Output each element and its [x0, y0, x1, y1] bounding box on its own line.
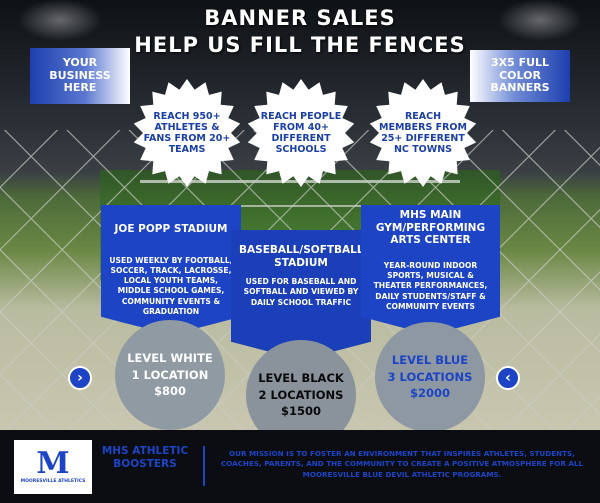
level-price: $2000: [409, 386, 450, 401]
reach-towns-burst: REACH MEMBERS FROM 25+ DIFFERENT NC TOWN…: [368, 78, 478, 188]
banner-size-box: 3X5 FULL COLOR BANNERS: [470, 50, 570, 102]
chevron-left-icon[interactable]: ‹: [496, 366, 520, 390]
burst-text: REACH PEOPLE FROM 40+ DIFFERENT SCHOOLS: [260, 110, 342, 156]
level-name: LEVEL BLACK: [258, 370, 344, 385]
headline: BANNER SALES: [204, 6, 396, 30]
logo-letter: M: [36, 446, 70, 481]
level-locations: 1 LOCATION: [131, 367, 209, 382]
mission-statement: OUR MISSION IS TO FOSTER AN ENVIRONMENT …: [220, 449, 584, 479]
venue-main-gym: MHS MAIN GYM/PERFORMING ARTS CENTER YEAR…: [361, 205, 500, 335]
venue-joe-popp-stadium: JOE POPP STADIUM USED WEEKLY BY FOOTBALL…: [101, 205, 241, 335]
level-name: LEVEL WHITE: [127, 350, 213, 365]
logo-text: MOORESVILLE ATHLETICS: [20, 479, 86, 484]
starburst-icon: [133, 79, 241, 187]
venue-baseball-softball-stadium: BASEBALL/SOFTBALL STADIUM USED FOR BASEB…: [231, 230, 371, 360]
starburst-icon: [247, 79, 355, 187]
starburst-icon: [369, 79, 477, 187]
burst-text: REACH MEMBERS FROM 25+ DIFFERENT NC TOWN…: [379, 110, 467, 156]
boosters-name: MHS ATHLETIC BOOSTERS: [101, 445, 189, 471]
level-name: LEVEL BLUE: [391, 352, 469, 367]
venue-title: JOE POPP STADIUM: [114, 223, 228, 235]
level-locations: 3 LOCATIONS: [387, 369, 473, 384]
level-price: $1500: [280, 404, 321, 419]
venue-title: BASEBALL/SOFTBALL STADIUM: [239, 244, 364, 269]
subheadline: HELP US FILL THE FENCES: [134, 33, 466, 57]
reach-athletes-burst: REACH 950+ ATHLETES & FANS FROM 20+ TEAM…: [132, 78, 242, 188]
reach-schools-burst: REACH PEOPLE FROM 40+ DIFFERENT SCHOOLS: [246, 78, 356, 188]
venue-title: MHS MAIN GYM/PERFORMING ARTS CENTER: [375, 209, 486, 247]
venue-description: USED FOR BASEBALL AND SOFTBALL AND VIEWE…: [243, 277, 359, 307]
level-price: $800: [153, 384, 186, 399]
your-business-box: YOUR BUSINESS HERE: [30, 48, 130, 104]
level-locations: 2 LOCATIONS: [258, 387, 344, 402]
level-white-circle: LEVEL WHITE 1 LOCATION $800: [115, 320, 225, 430]
venue-description: USED WEEKLY BY FOOTBALL, SOCCER, TRACK, …: [109, 255, 233, 316]
level-blue-circle: LEVEL BLUE 3 LOCATIONS $2000: [375, 322, 485, 432]
footer-bar: [0, 430, 600, 503]
burst-text: REACH 950+ ATHLETES & FANS FROM 20+ TEAM…: [143, 110, 231, 156]
mooresville-logo: M MOORESVILLE ATHLETICS: [14, 440, 92, 494]
footer-divider: [203, 446, 205, 486]
chevron-right-icon[interactable]: ›: [68, 366, 92, 390]
venue-description: YEAR-ROUND INDOOR SPORTS, MUSICAL & THEA…: [373, 260, 488, 311]
